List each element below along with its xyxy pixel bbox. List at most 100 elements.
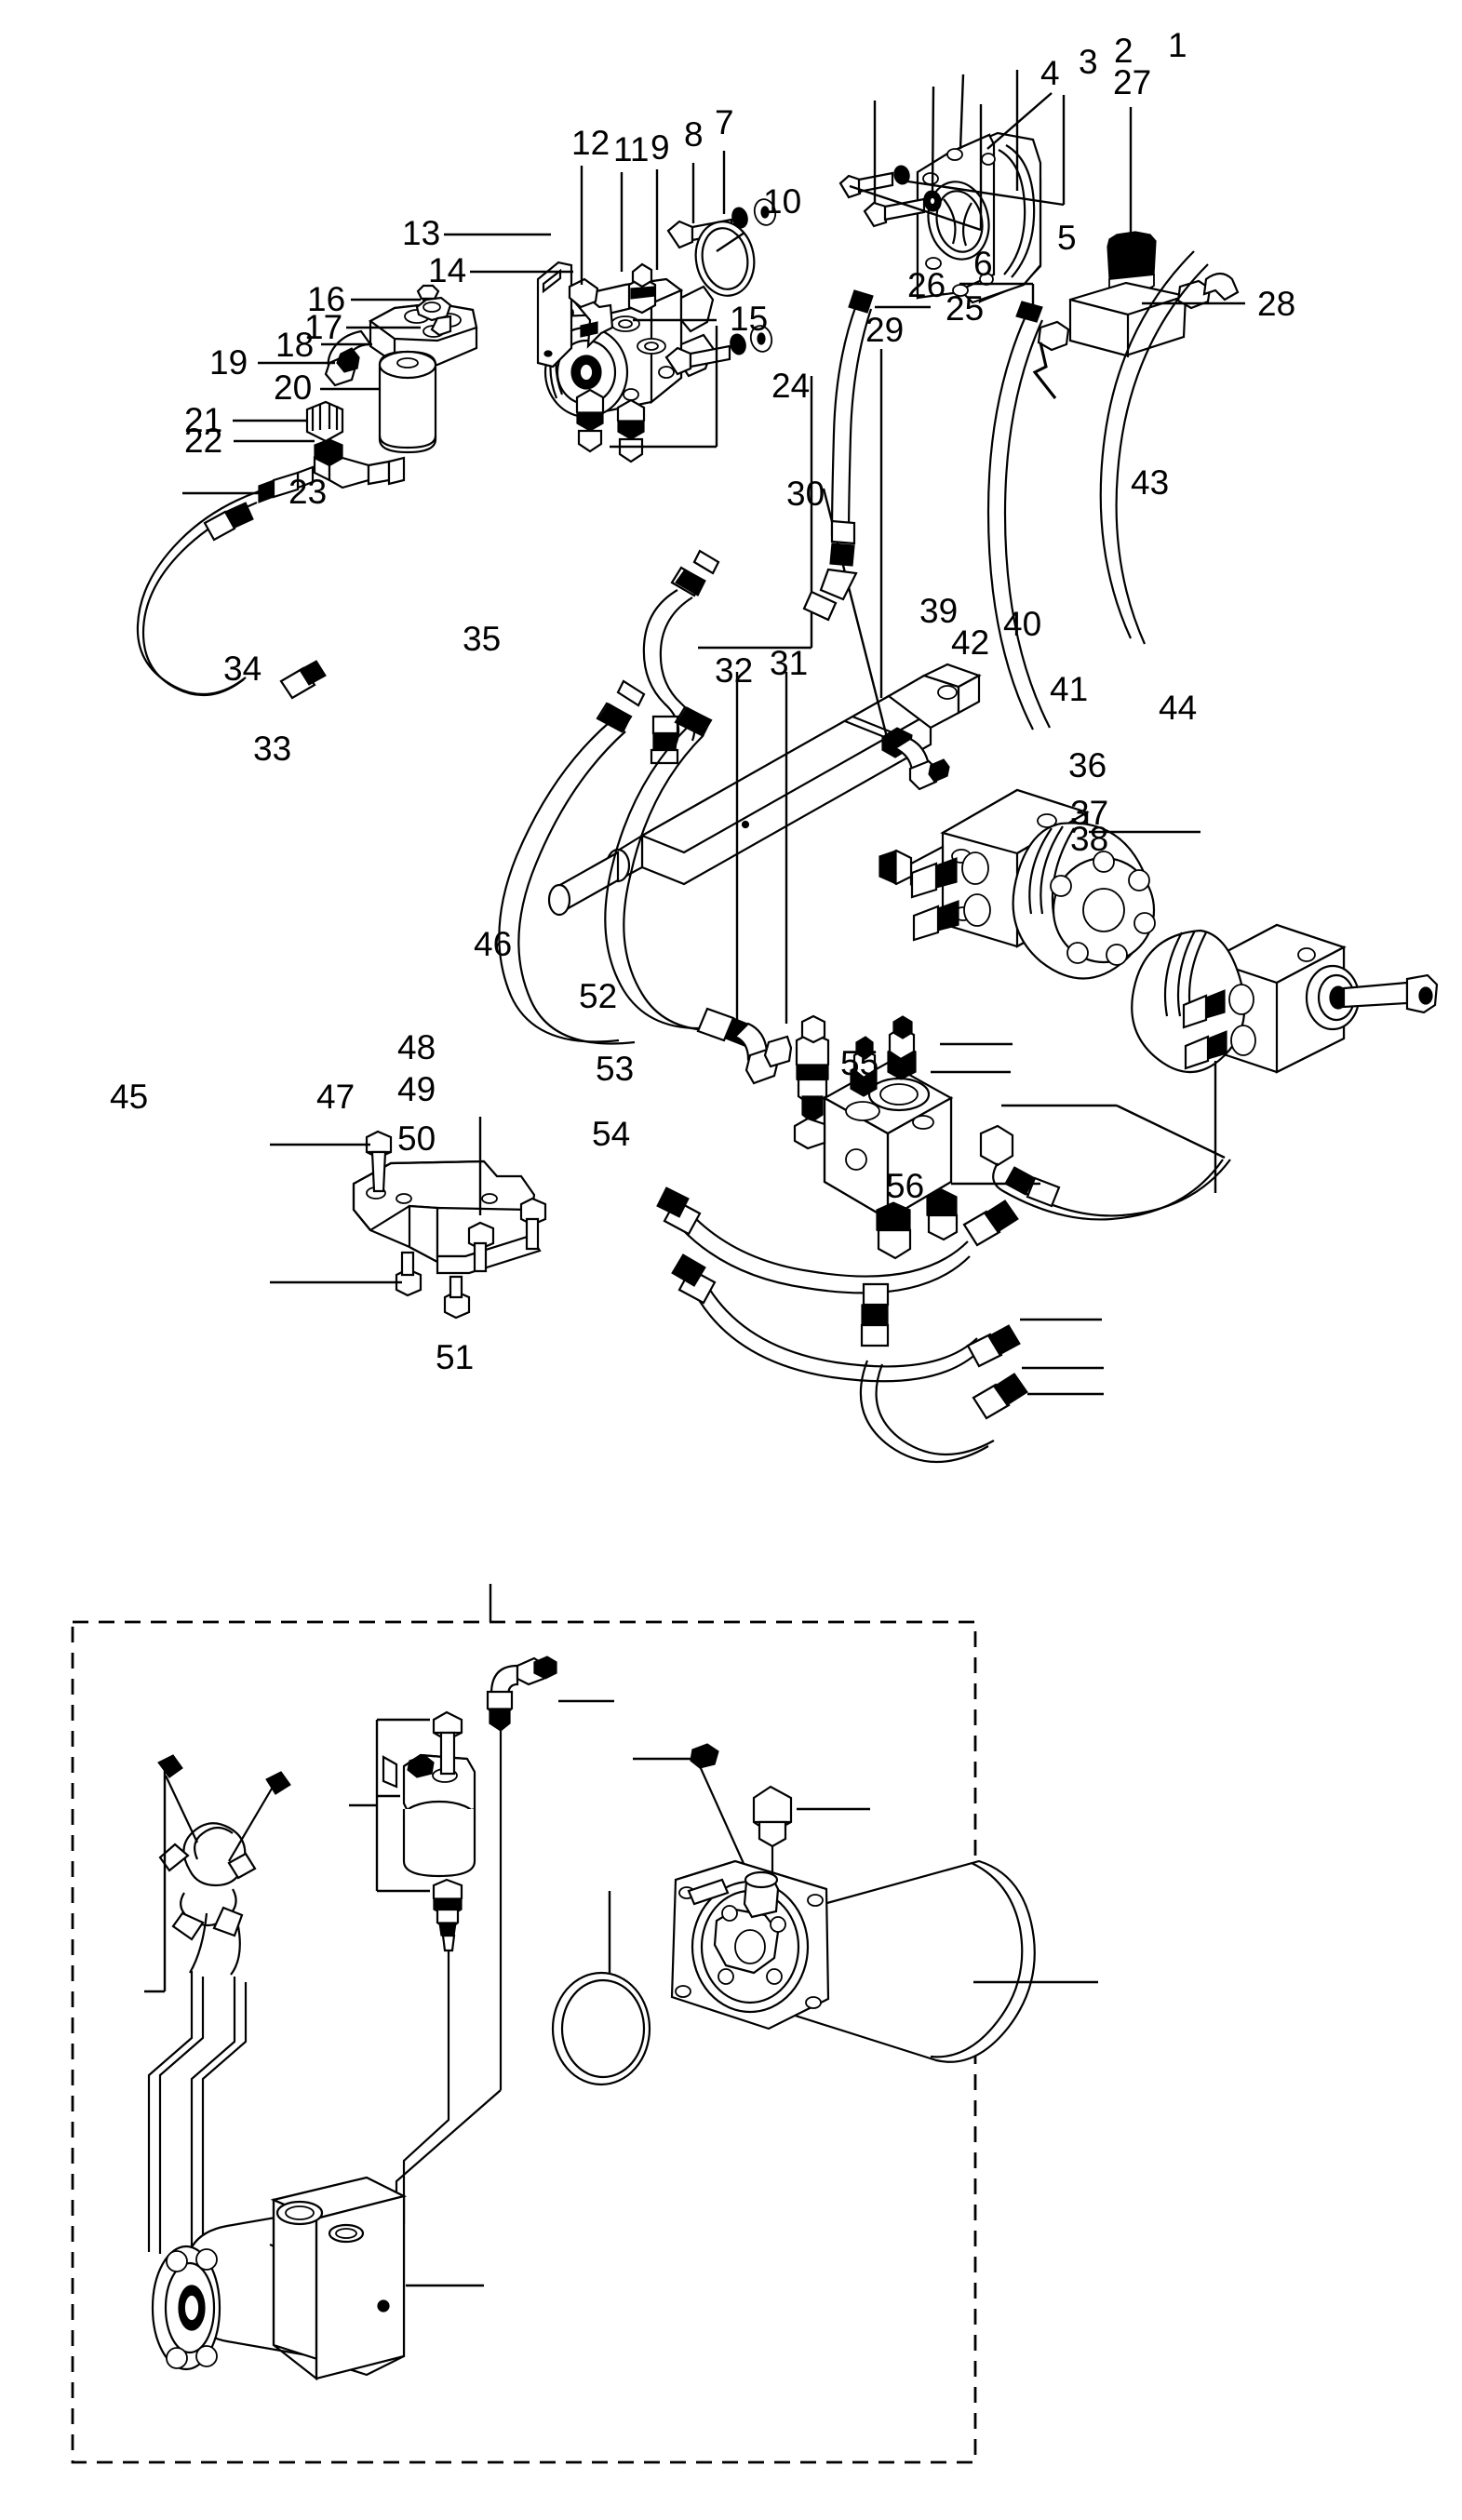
callout-36: 36	[1068, 746, 1107, 784]
hydraulic-motor-44	[1131, 923, 1439, 1193]
group-box-46	[71, 1584, 977, 2464]
wire-clip-53	[633, 1743, 752, 1879]
bottom-fittings-15	[575, 388, 646, 463]
hose-bundle-center	[498, 672, 793, 1085]
callout-1: 1	[1168, 26, 1187, 64]
callout-51: 51	[436, 1338, 475, 1376]
bolt-34	[365, 1130, 393, 1193]
callout-19: 19	[209, 343, 248, 382]
callout-52: 52	[579, 977, 618, 1015]
callout-14: 14	[428, 251, 467, 289]
callout-28: 28	[1257, 285, 1296, 323]
hose-42	[979, 1124, 1231, 1221]
callout-15: 15	[730, 300, 769, 338]
callout-25: 25	[946, 289, 985, 328]
callout-12: 12	[571, 124, 610, 162]
callout-16: 16	[307, 280, 346, 318]
callout-8: 8	[684, 115, 704, 154]
hoses-36-37-38	[656, 1186, 1104, 1463]
callout-53: 53	[596, 1050, 635, 1088]
callout-55: 55	[840, 1044, 879, 1082]
bolt-33	[395, 1251, 423, 1297]
callout-24: 24	[771, 367, 811, 405]
callout-31: 31	[770, 644, 809, 682]
breather-assembly-27	[1032, 107, 1240, 399]
fitting-12-top	[568, 277, 614, 349]
callout-39: 39	[919, 592, 959, 630]
callout-56: 56	[886, 1167, 925, 1205]
callout-49: 49	[397, 1070, 436, 1108]
callout-38: 38	[1070, 820, 1109, 858]
filter-assembly-16-22	[136, 284, 478, 700]
callout-4: 4	[1040, 54, 1060, 92]
pump-housing-assembly	[838, 70, 1066, 304]
bolt-4	[863, 197, 926, 228]
hose-25	[802, 289, 931, 622]
drain-plug-50	[402, 1878, 463, 2224]
callout-30: 30	[786, 475, 825, 513]
tee-22	[258, 438, 406, 503]
callout-17: 17	[304, 308, 343, 346]
bolt-5	[838, 171, 894, 199]
callout-7: 7	[715, 103, 734, 141]
callout-50: 50	[397, 1119, 436, 1158]
hose-24	[642, 376, 813, 765]
callout-44: 44	[1159, 689, 1198, 727]
wiring-harness-45	[144, 1754, 291, 2256]
relief-valve-39	[795, 1014, 830, 1123]
inline-filter-47	[349, 1710, 476, 2224]
callout-29: 29	[865, 311, 905, 349]
o-ring-54	[551, 1891, 651, 2086]
callout-47: 47	[316, 1078, 355, 1116]
callout-48: 48	[397, 1028, 436, 1066]
callout-18: 18	[275, 326, 315, 364]
terminal-nut-55	[752, 1785, 870, 1882]
hose-23	[136, 489, 327, 700]
callout-40: 40	[1003, 605, 1042, 643]
fitting-11-top	[627, 262, 657, 315]
callout-23: 23	[288, 473, 328, 511]
cartridge-40	[887, 1015, 917, 1080]
elbow-52	[486, 1655, 614, 1732]
callout-2: 2	[1114, 32, 1133, 70]
callout-42: 42	[951, 623, 990, 662]
callout-11: 11	[613, 130, 650, 168]
callout-20: 20	[274, 369, 313, 407]
callout-35: 35	[463, 620, 502, 658]
cap-nut-48	[432, 1710, 463, 1776]
cylinder-port-30	[881, 727, 950, 791]
callout-46: 46	[474, 925, 513, 963]
callout-37: 37	[1070, 794, 1109, 832]
electric-motor-56	[670, 1859, 1098, 2063]
callout-27: 27	[1113, 63, 1152, 101]
block-bottom-plugs	[876, 1188, 959, 1260]
callout-13: 13	[402, 214, 441, 252]
washer-3	[923, 190, 942, 212]
hose-28	[1099, 250, 1245, 645]
fastener-stack-789	[664, 325, 773, 376]
mounting-bracket-35	[270, 1117, 547, 1320]
hydraulic-gear-pump-51	[151, 2176, 484, 2381]
callout-45: 45	[110, 1078, 149, 1116]
callout-32: 32	[715, 651, 754, 690]
callout-43: 43	[1131, 463, 1170, 502]
callout-26: 26	[907, 266, 946, 304]
callout-9: 9	[651, 128, 670, 167]
callout-21: 21	[184, 401, 223, 439]
bolts-35	[443, 1197, 547, 1320]
callout-54: 54	[592, 1115, 631, 1153]
hose-26	[959, 282, 1051, 731]
callout-34: 34	[223, 650, 262, 688]
fitting-17	[415, 296, 452, 337]
valve-manifold-41	[793, 1014, 1231, 1260]
hydraulic-cylinder-29	[547, 349, 982, 917]
callout-22: 22	[184, 422, 223, 460]
cartridge-mid	[850, 1036, 878, 1097]
callout-10: 10	[763, 182, 802, 221]
callout-3: 3	[1079, 43, 1098, 81]
callout-6: 6	[973, 245, 993, 283]
o-ring-10	[694, 221, 756, 297]
callout-41: 41	[1050, 670, 1089, 708]
